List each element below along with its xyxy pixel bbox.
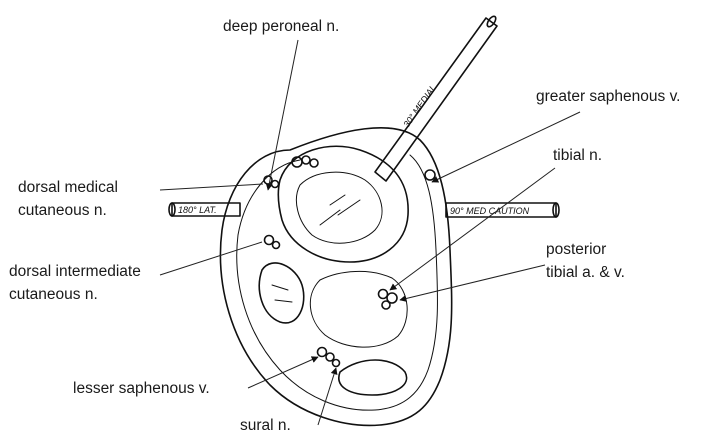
label-posterior-tibial-1: posterior <box>546 241 606 258</box>
label-dorsal-intermediate-2: cutaneous n. <box>9 286 98 303</box>
label-sural: sural n. <box>240 417 291 434</box>
label-greater-saphenous: greater saphenous v. <box>536 88 680 105</box>
lateral-180-pin-label: 180° LAT. <box>178 205 217 215</box>
annotation-labels: deep peroneal n. greater saphenous v. do… <box>9 18 680 434</box>
label-posterior-tibial-2: tibial a. & v. <box>546 264 625 281</box>
medial-30-pin: 30° MEDIAL <box>375 15 497 181</box>
label-dorsal-medical-2: cutaneous n. <box>18 202 107 219</box>
medial-30-pin-label: 30° MEDIAL <box>401 83 438 129</box>
label-lesser-saphenous: lesser saphenous v. <box>73 380 210 397</box>
lateral-180-pin: 180° LAT. <box>169 203 240 216</box>
medial-90-pin-label: 90° MED CAUTION <box>450 206 530 216</box>
medial-90-caution-pin: 90° MED CAUTION <box>446 203 559 217</box>
tibia <box>278 146 408 262</box>
label-deep-peroneal: deep peroneal n. <box>223 18 339 35</box>
fibula <box>259 263 303 323</box>
label-dorsal-medical-1: dorsal medical <box>18 179 118 196</box>
label-tibial: tibial n. <box>553 147 602 164</box>
leader-lines <box>160 40 580 425</box>
posterior-compartment <box>310 271 407 395</box>
label-dorsal-intermediate-1: dorsal intermediate <box>9 263 141 280</box>
